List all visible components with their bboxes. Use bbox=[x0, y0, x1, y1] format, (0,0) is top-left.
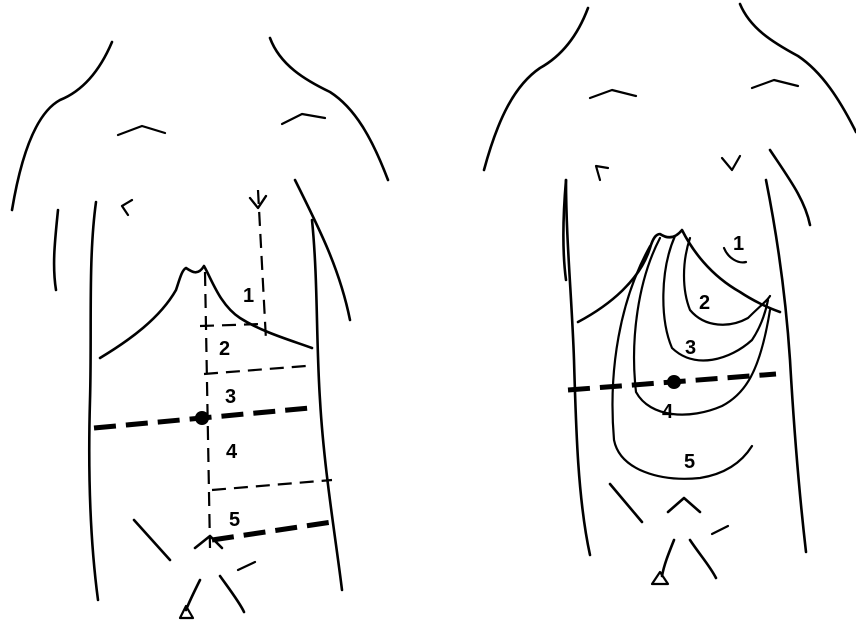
right-region-label-5: 5 bbox=[684, 451, 695, 473]
left-torso-midline-dash bbox=[205, 272, 210, 548]
right-torso-umbilicus-dot bbox=[667, 375, 681, 389]
right-torso-ribcage-margin bbox=[578, 230, 780, 322]
right-region-label-3: 3 bbox=[685, 337, 696, 359]
left-torso: 1 2 3 4 5 bbox=[12, 38, 388, 618]
left-torso-left-groin bbox=[134, 520, 170, 560]
right-torso-right-arm-inner bbox=[770, 150, 810, 225]
right-torso-genital-triangle bbox=[652, 572, 668, 584]
left-torso-right-shoulder bbox=[270, 38, 388, 180]
left-torso-line-5-top bbox=[212, 480, 332, 490]
right-torso-right-leg bbox=[690, 540, 716, 578]
right-torso-pubic-mark bbox=[668, 498, 700, 512]
right-torso-right-side bbox=[766, 180, 806, 552]
right-torso-right-nipple bbox=[722, 156, 740, 170]
right-region-label-4: 4 bbox=[662, 401, 674, 423]
left-torso-left-nipple bbox=[122, 200, 132, 215]
left-torso-lateral-dash bbox=[258, 190, 266, 340]
right-torso-right-shoulder bbox=[740, 4, 856, 132]
right-torso-left-groin bbox=[610, 484, 642, 522]
right-torso-left-side bbox=[566, 180, 590, 555]
left-torso-right-clavicle bbox=[282, 114, 325, 124]
left-torso-umbilicus-dot bbox=[195, 411, 209, 425]
left-torso-right-leg bbox=[220, 576, 244, 612]
right-region-label-2: 2 bbox=[699, 292, 710, 314]
left-torso-left-arm-inner bbox=[54, 210, 58, 290]
right-torso-right-groin-dash bbox=[712, 526, 728, 534]
right-region-label-1: 1 bbox=[733, 233, 744, 255]
left-torso-genital-triangle bbox=[180, 606, 193, 618]
left-torso-right-arm-inner bbox=[295, 180, 350, 320]
right-torso-left-nipple bbox=[596, 166, 608, 180]
left-torso-line-3-top bbox=[204, 366, 306, 374]
left-region-label-5: 5 bbox=[229, 509, 240, 531]
left-torso-left-leg bbox=[186, 580, 200, 610]
right-torso-left-leg bbox=[662, 540, 674, 576]
left-region-label-1: 1 bbox=[243, 285, 254, 307]
right-torso-left-clavicle bbox=[590, 90, 636, 98]
left-torso-left-clavicle bbox=[118, 126, 165, 135]
right-torso-right-clavicle bbox=[752, 80, 798, 88]
left-torso-right-groin-dash bbox=[238, 562, 255, 570]
left-torso-left-side bbox=[89, 202, 98, 600]
right-contour-region-4 bbox=[634, 238, 770, 415]
left-region-label-3: 3 bbox=[225, 386, 236, 408]
right-contour-region-2 bbox=[684, 238, 770, 325]
left-region-label-2: 2 bbox=[219, 338, 230, 360]
right-torso: 1 2 3 4 5 bbox=[484, 4, 856, 584]
right-torso-left-shoulder bbox=[484, 8, 588, 170]
left-torso-left-shoulder bbox=[12, 42, 112, 210]
left-region-label-4: 4 bbox=[226, 441, 238, 463]
